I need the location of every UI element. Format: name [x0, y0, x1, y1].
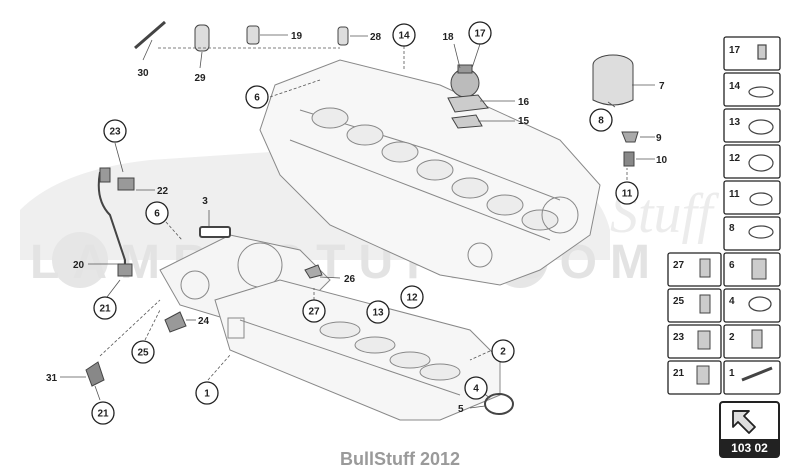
reference-code: 103 02	[721, 439, 778, 457]
legend-pair-25: 25	[673, 296, 685, 307]
callout-1: 1	[204, 389, 210, 400]
callout-19: 19	[291, 31, 303, 42]
legend-11: 11	[729, 189, 740, 200]
legend-pair-4: 4	[729, 296, 735, 307]
callout-21-mid: 21	[99, 304, 111, 315]
callout-29: 29	[194, 73, 206, 84]
callout-15: 15	[518, 116, 530, 127]
callout-24: 24	[198, 316, 210, 327]
callout-3: 3	[202, 196, 208, 207]
callout-14: 14	[398, 31, 410, 42]
parts	[85, 20, 639, 415]
legend-12: 12	[729, 153, 741, 164]
legend-pair-21: 21	[673, 368, 685, 379]
callout-12: 12	[406, 293, 418, 304]
callout-22: 22	[157, 186, 169, 197]
legend-pair-23: 23	[673, 332, 685, 343]
callout-10: 10	[656, 155, 668, 166]
engine-block	[259, 59, 601, 286]
legend-8: 8	[729, 223, 735, 234]
callout-4: 4	[473, 384, 479, 395]
legend-pair-1: 1	[729, 368, 735, 379]
callout-7: 7	[659, 81, 665, 92]
callout-13: 13	[372, 308, 384, 319]
legend-right-column: 17 14 13 12 11 8	[723, 36, 781, 251]
legend-pair-27: 27	[673, 260, 685, 271]
callout-21-bottom: 21	[97, 409, 109, 420]
callout-20: 20	[73, 260, 85, 271]
reference-box: 103 02	[719, 401, 780, 458]
legend-pair-2: 2	[729, 332, 735, 343]
legend-13: 13	[729, 117, 741, 128]
callout-27: 27	[308, 307, 320, 318]
arrow-icon	[732, 410, 756, 434]
callout-25: 25	[137, 348, 149, 359]
legend-17: 17	[729, 45, 741, 56]
callout-31: 31	[46, 373, 58, 384]
callout-circles	[91, 21, 639, 425]
footer-credit: BullStuff 2012	[339, 449, 461, 469]
callout-labels: 14 17 6 23 6 8 11 21 25 27 13 12 1 21 2 …	[46, 29, 668, 420]
callout-23: 23	[109, 127, 121, 138]
callout-5: 5	[458, 404, 464, 415]
leader-lines	[60, 34, 655, 409]
callout-6-left: 6	[154, 209, 160, 220]
callout-16: 16	[518, 97, 530, 108]
legend-pair-6: 6	[729, 260, 735, 271]
callout-2: 2	[500, 347, 506, 358]
callout-26: 26	[344, 274, 356, 285]
callout-17: 17	[474, 29, 486, 40]
callout-8: 8	[598, 116, 604, 127]
callout-28: 28	[370, 32, 382, 43]
legend-pair-grid: 27 6 25 4 23 2 21 1	[667, 252, 781, 395]
callout-6-top: 6	[254, 93, 260, 104]
legend-14: 14	[729, 81, 741, 92]
callout-11: 11	[622, 189, 633, 200]
callout-9: 9	[656, 133, 662, 144]
lower-crankcase	[214, 279, 501, 421]
callout-30: 30	[137, 68, 149, 79]
callout-18: 18	[442, 32, 454, 43]
